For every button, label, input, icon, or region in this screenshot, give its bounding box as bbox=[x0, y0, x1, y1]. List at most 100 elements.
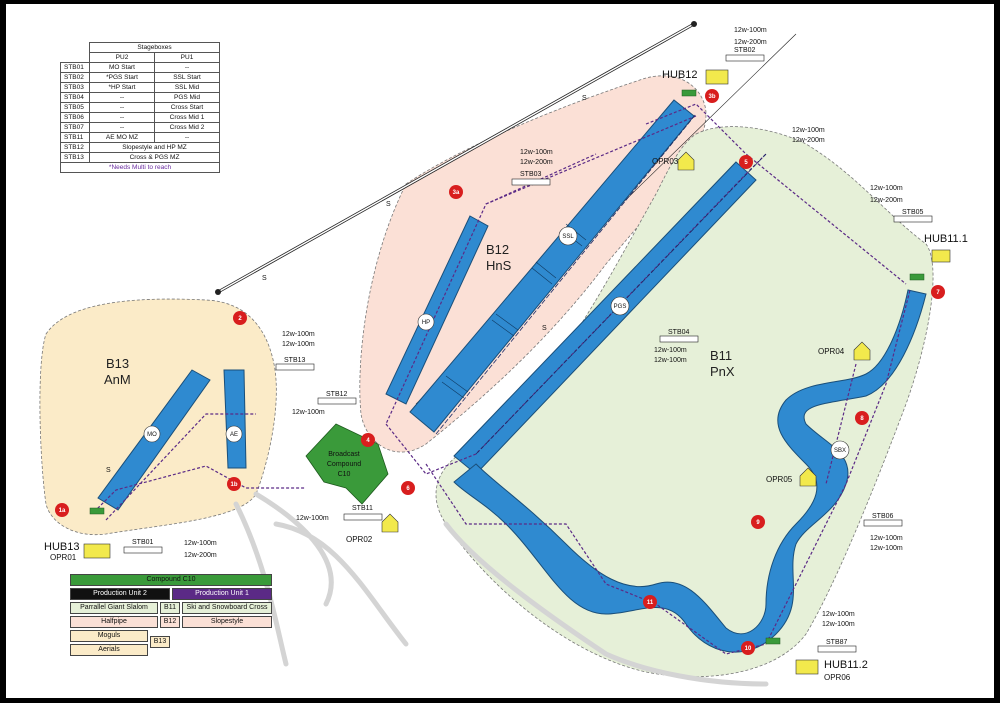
hub-boxes: HUB12 HUB11.1 HUB11.2 HUB13 bbox=[44, 69, 968, 675]
svg-text:S: S bbox=[542, 325, 547, 332]
svg-text:5: 5 bbox=[744, 160, 748, 166]
legend-pgs: Parrallel Giant Slalom bbox=[70, 602, 158, 614]
cable-stb04-100: 12w-100m bbox=[654, 347, 687, 354]
rf-11: 11 bbox=[643, 595, 657, 609]
course-sbx bbox=[453, 289, 927, 653]
svg-text:2: 2 bbox=[238, 316, 242, 322]
stb06-label: STB06 bbox=[872, 513, 894, 520]
legend-b13: B13 bbox=[150, 636, 170, 648]
zone-label-b12: B12 bbox=[486, 242, 509, 257]
legend-compound: Compound C10 bbox=[70, 574, 272, 586]
legend-cross: Ski and Snowboard Cross bbox=[182, 602, 272, 614]
cable-stb13-100b: 12w-100m bbox=[282, 341, 315, 348]
cable-opr03-100: 12w-100m bbox=[792, 127, 825, 134]
cable-hub12-100: 12w-100m bbox=[734, 27, 767, 34]
hub-12-label: HUB12 bbox=[662, 69, 697, 81]
cable-opr03-200: 12w-200m bbox=[792, 137, 825, 144]
course-ae bbox=[223, 369, 247, 469]
svg-text:S: S bbox=[386, 201, 391, 208]
cable-stb12-100: 12w-100m bbox=[292, 409, 325, 416]
col-pu2: PU2 bbox=[89, 52, 155, 63]
cable-stb06-100b: 12w-100m bbox=[870, 545, 903, 552]
venue-map: Broadcast Compound C10 B13 AnM B12 HnS B… bbox=[39, 21, 968, 687]
zone-sub-b12: HnS bbox=[486, 258, 512, 273]
table-row: STB07--Cross Mid 2 bbox=[60, 122, 220, 133]
stb12-label: STB12 bbox=[326, 391, 348, 398]
cable-routes bbox=[93, 103, 911, 655]
venue-ssl: SSL bbox=[562, 234, 574, 240]
svg-text:6: 6 bbox=[406, 486, 410, 492]
compound-label-1: Broadcast bbox=[328, 451, 360, 458]
svg-text:4: 4 bbox=[366, 438, 370, 444]
venue-sbx: SBX bbox=[834, 448, 846, 454]
cable-hub12-200: 12w-200m bbox=[734, 39, 767, 46]
hub-11-2-label: HUB11.2 bbox=[824, 659, 868, 671]
zone-label-b11: B11 bbox=[710, 348, 732, 363]
rf-2: 2 bbox=[233, 311, 247, 325]
legend-b11: B11 bbox=[160, 602, 180, 614]
rf-7: 7 bbox=[931, 285, 945, 299]
cable-stb01-100: 12w-100m bbox=[184, 540, 217, 547]
opr-03: OPR03 bbox=[652, 157, 679, 166]
opr-02: OPR02 bbox=[346, 535, 373, 544]
rf-markers: 1a 1b 2 3a 3b 4 5 6 7 8 9 10 11 bbox=[55, 89, 945, 655]
stb03-label: STB03 bbox=[520, 171, 542, 178]
access-road bbox=[233, 491, 769, 687]
legend-pu1: Production Unit 1 bbox=[172, 588, 272, 600]
rf-8: 8 bbox=[855, 411, 869, 425]
fence-lines bbox=[435, 113, 767, 455]
svg-text:3b: 3b bbox=[708, 94, 715, 100]
rf-1b: 1b bbox=[227, 477, 241, 491]
table-row: STB06--Cross Mid 1 bbox=[60, 112, 220, 123]
stb02-label: STB02 bbox=[734, 47, 756, 54]
svg-text:S: S bbox=[582, 95, 587, 102]
cable-hub11-2-100b: 12w-100m bbox=[822, 621, 855, 628]
cable-labels: 12w-100m 12w-200m 12w-100m 12w-200m 12w-… bbox=[184, 27, 903, 628]
hub-11-1-label: HUB11.1 bbox=[924, 233, 968, 245]
legend-slopestyle: Slopestyle bbox=[182, 616, 272, 628]
opr-01: OPR01 bbox=[50, 553, 77, 562]
legend-b12: B12 bbox=[160, 616, 180, 628]
venue-hp: HP bbox=[422, 320, 430, 326]
legend-aerials: Aerials bbox=[70, 644, 148, 656]
svg-text:7: 7 bbox=[936, 290, 940, 296]
stagebox-markers: STB02 STB03 STB04 STB05 STB06 STB87 STB1… bbox=[123, 47, 933, 653]
svg-text:8: 8 bbox=[860, 416, 864, 422]
rf-1a: 1a bbox=[55, 503, 69, 517]
map-sheet: Broadcast Compound C10 B13 AnM B12 HnS B… bbox=[6, 4, 994, 698]
venue-mo: MO bbox=[147, 432, 157, 438]
svg-text:S: S bbox=[106, 467, 111, 474]
svg-text:1a: 1a bbox=[59, 508, 66, 514]
legend-pu2: Production Unit 2 bbox=[70, 588, 170, 600]
rf-9: 9 bbox=[751, 515, 765, 529]
table-row: STB05--Cross Start bbox=[60, 102, 220, 113]
cable-stb13-100a: 12w-100m bbox=[282, 331, 315, 338]
cable-stb05-100: 12w-100m bbox=[870, 185, 903, 192]
rf-3a: 3a bbox=[449, 185, 463, 199]
stb04-label: STB04 bbox=[668, 329, 690, 336]
venue-pgs: PGS bbox=[614, 304, 627, 310]
legend-halfpipe: Halfpipe bbox=[70, 616, 158, 628]
col-pu1: PU1 bbox=[154, 52, 220, 63]
course-hp bbox=[385, 215, 489, 405]
svg-text:S: S bbox=[262, 275, 267, 282]
svg-text:11: 11 bbox=[647, 600, 654, 606]
opr-05: OPR05 bbox=[766, 475, 793, 484]
cable-stb03-100: 12w-100m bbox=[520, 149, 553, 156]
compound-label-2: Compound bbox=[327, 461, 361, 468]
cable-stb05-200: 12w-200m bbox=[870, 197, 903, 204]
cable-stb04-200: 12w-100m bbox=[654, 357, 687, 364]
svg-text:9: 9 bbox=[756, 520, 760, 526]
legend-moguls: Moguls bbox=[70, 630, 148, 642]
stb07-label: STB87 bbox=[826, 639, 848, 646]
zone-sub-b13: AnM bbox=[104, 372, 131, 387]
rf-3b: 3b bbox=[705, 89, 719, 103]
svg-text:3a: 3a bbox=[453, 190, 460, 196]
cable-stb06-100a: 12w-100m bbox=[870, 535, 903, 542]
stagebox-table-title: Stageboxes bbox=[89, 42, 220, 53]
